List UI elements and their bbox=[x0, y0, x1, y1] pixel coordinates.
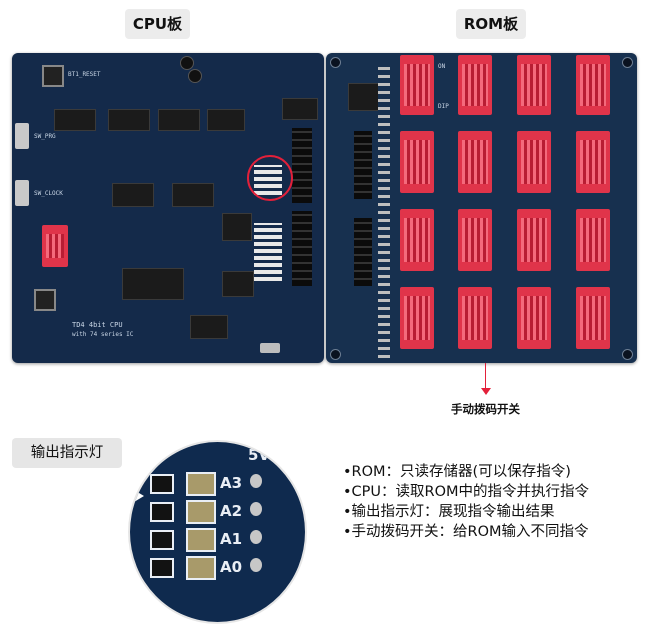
clock-switch bbox=[15, 180, 29, 206]
resistor bbox=[150, 530, 174, 550]
mount-hole bbox=[330, 349, 341, 360]
bullet-dip-switch: •手动拨码开关：给ROM输入不同指令 bbox=[343, 524, 589, 540]
capacitor bbox=[180, 56, 194, 70]
solder-pad bbox=[250, 558, 262, 572]
led bbox=[186, 500, 216, 524]
led-label-a2: A2 bbox=[220, 502, 243, 520]
mount-hole bbox=[622, 57, 633, 68]
bullet-cpu: •CPU：读取ROM中的指令并执行指令 bbox=[343, 484, 590, 500]
arrow-head bbox=[481, 388, 491, 395]
cpu-dip-switch bbox=[42, 225, 68, 267]
output-led-label: 输出指示灯 bbox=[12, 438, 122, 468]
rom-dip-switch bbox=[576, 287, 610, 349]
rom-header-pins bbox=[354, 131, 372, 199]
rom-dip-switch bbox=[400, 209, 434, 271]
ic-chip bbox=[158, 109, 200, 131]
rom-dip-switch bbox=[517, 55, 551, 115]
cpu-board: SW_PRG SW_CLOCK BT1_RESET TD4 4bit CPU w… bbox=[12, 53, 324, 363]
rom-dip-switch bbox=[576, 55, 610, 115]
solder-pad bbox=[250, 474, 262, 488]
dip-dip-silk: DIP bbox=[438, 103, 449, 110]
capacitor bbox=[188, 69, 202, 83]
mount-hole bbox=[330, 57, 341, 68]
rom-dip-switch bbox=[400, 287, 434, 349]
supply-5v-label: 5V bbox=[248, 446, 271, 464]
rom-dip-switch bbox=[517, 287, 551, 349]
button-2 bbox=[34, 289, 56, 311]
rom-dip-switch bbox=[517, 131, 551, 193]
bullet-rom: •ROM：只读存储器(可以保存指令) bbox=[343, 464, 571, 480]
rom-header-pins bbox=[354, 218, 372, 286]
rom-dip-switch bbox=[517, 209, 551, 271]
led bbox=[186, 528, 216, 552]
rom-dip-switch bbox=[458, 209, 492, 271]
led bbox=[186, 556, 216, 580]
ic-chip bbox=[112, 183, 154, 207]
rom-board-label: ROM板 bbox=[456, 9, 526, 39]
ic-chip-large bbox=[122, 268, 184, 300]
cpu-subtitle-silk: with 74 series IC bbox=[72, 331, 134, 338]
rom-dip-switch bbox=[458, 287, 492, 349]
bullet-output-led: •输出指示灯：展现指令输出结果 bbox=[343, 504, 555, 520]
rom-dip-switch bbox=[458, 55, 492, 115]
led-label-a1: A1 bbox=[220, 530, 243, 548]
description-list: •ROM：只读存储器(可以保存指令) •CPU：读取ROM中的指令并执行指令 •… bbox=[343, 462, 589, 542]
ic-chip bbox=[190, 315, 228, 339]
bt-reset-label: BT1_RESET bbox=[68, 71, 101, 78]
ic-chip bbox=[282, 98, 318, 120]
dip-switch-caption: 手动拨码开关 bbox=[451, 402, 520, 416]
rom-board: ON DIP bbox=[326, 53, 637, 363]
solder-pad bbox=[250, 530, 262, 544]
arrow-line bbox=[485, 363, 486, 390]
rom-dip-switch bbox=[458, 131, 492, 193]
white-pointer bbox=[134, 490, 144, 502]
sw-prg-label: SW_PRG bbox=[34, 133, 56, 140]
resistor bbox=[150, 558, 174, 578]
led-column bbox=[254, 223, 282, 281]
ic-chip bbox=[172, 183, 214, 207]
led-label-a3: A3 bbox=[220, 474, 243, 492]
usb-port bbox=[260, 343, 280, 353]
resistor bbox=[150, 474, 174, 494]
reset-button bbox=[42, 65, 64, 87]
cpu-board-label: CPU板 bbox=[125, 9, 190, 39]
rom-dip-switch bbox=[576, 131, 610, 193]
ic-chip bbox=[222, 213, 252, 241]
rom-dip-switch bbox=[576, 209, 610, 271]
header-pins bbox=[292, 128, 312, 203]
ic-chip bbox=[108, 109, 150, 131]
highlight-ring bbox=[247, 155, 293, 201]
mount-hole bbox=[622, 349, 633, 360]
ic-chip bbox=[54, 109, 96, 131]
diode-array bbox=[378, 63, 390, 358]
resistor bbox=[150, 502, 174, 522]
sw-clock-label: SW_CLOCK bbox=[34, 190, 63, 197]
cpu-title-silk: TD4 4bit CPU bbox=[72, 321, 123, 329]
rom-dip-switch bbox=[400, 131, 434, 193]
solder-pad bbox=[250, 502, 262, 516]
led bbox=[186, 472, 216, 496]
ic-chip bbox=[222, 271, 254, 297]
rom-dip-switch bbox=[400, 55, 434, 115]
ic-chip bbox=[207, 109, 245, 131]
led-zoom-circle: 5V A3 A2 A1 A0 bbox=[128, 440, 307, 624]
led-label-a0: A0 bbox=[220, 558, 243, 576]
prg-switch bbox=[15, 123, 29, 149]
dip-on-silk: ON bbox=[438, 63, 446, 70]
header-pins bbox=[292, 211, 312, 286]
